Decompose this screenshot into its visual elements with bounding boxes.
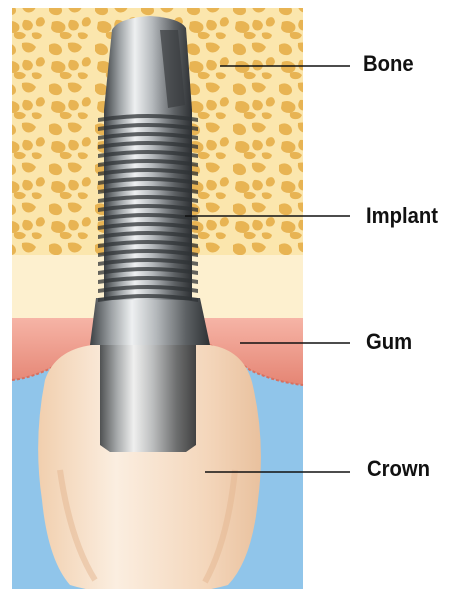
gum-label: Gum: [366, 331, 412, 353]
bone-label: Bone: [363, 53, 414, 75]
crown-label: Crown: [367, 458, 430, 480]
implant-label: Implant: [366, 205, 438, 227]
abutment-body: [100, 345, 196, 452]
abutment-collar: [90, 298, 210, 345]
